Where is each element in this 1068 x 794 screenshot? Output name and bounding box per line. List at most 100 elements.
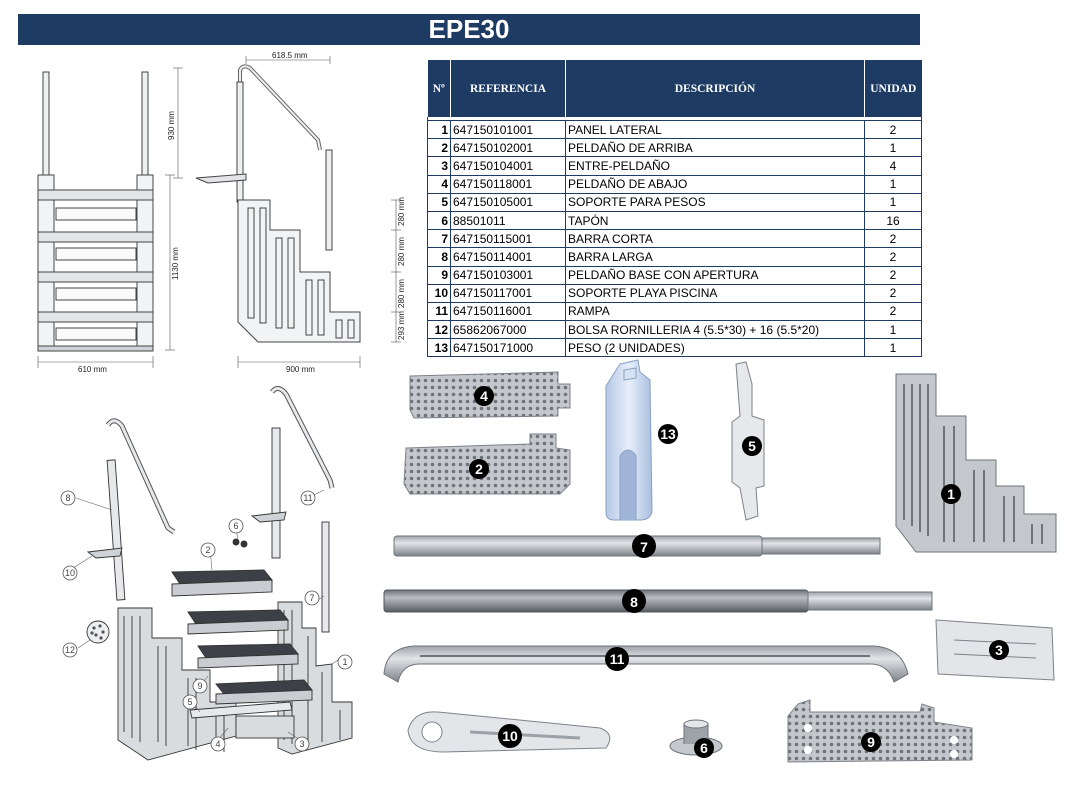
- callout-4: 4: [215, 739, 220, 749]
- step-rise-3-label: 280 mm: [397, 279, 406, 308]
- description-cell: PELDAÑO DE ABAJO: [565, 174, 865, 194]
- side-top-width-label: 618.5 mm: [272, 51, 308, 60]
- quantity-cell: 1: [864, 320, 922, 340]
- parts-photos: 1 2 3 4 5 6 7 8 9 10 11 13: [383, 359, 1057, 763]
- part-number-cell: 5: [427, 192, 451, 212]
- callout-3: 3: [299, 739, 304, 749]
- badge-8: 8: [630, 594, 638, 610]
- part-badges: 1 2 3 4 5 6 7 8 9 10 11 13: [469, 386, 1009, 758]
- reference-cell: 647150101001: [450, 119, 566, 140]
- exploded-callouts: 1 2 3 4 5 6 7 8 9 10 11 12: [60, 490, 353, 752]
- page-title: EPE30: [18, 14, 920, 45]
- front-width-label: 610 mm: [78, 365, 107, 374]
- reference-cell: 647150118001: [450, 174, 566, 194]
- badge-6: 6: [700, 740, 708, 756]
- description-cell: SOPORTE PLAYA PISCINA: [565, 283, 865, 303]
- quantity-cell: 1: [864, 138, 922, 158]
- description-cell: ENTRE-PELDAÑO: [565, 156, 865, 176]
- part-11-photo: [383, 645, 909, 683]
- part-1-photo: [895, 373, 1057, 553]
- reference-cell: 647150117001: [450, 283, 566, 303]
- part-number-cell: 6: [427, 210, 451, 231]
- front-height-label: 1130 mm: [171, 247, 180, 280]
- part-7-photo: [393, 535, 881, 557]
- side-base-width-label: 900 mm: [286, 365, 315, 374]
- part-number-cell: 10: [427, 283, 451, 303]
- callout-10: 10: [65, 568, 75, 578]
- front-view-drawing: [37, 71, 154, 352]
- quantity-cell: 4: [864, 156, 922, 176]
- callout-8: 8: [65, 493, 70, 503]
- part-9-photo: [787, 699, 973, 763]
- description-cell: RAMPA: [565, 301, 865, 322]
- badge-9: 9: [867, 734, 875, 750]
- callout-6: 6: [233, 521, 238, 531]
- part-number-cell: 11: [427, 301, 451, 322]
- callout-7: 7: [309, 593, 314, 603]
- part-number-cell: 8: [427, 247, 451, 267]
- part-13-photo: [605, 359, 653, 521]
- reference-cell: 647150171000: [450, 338, 566, 358]
- reference-cell: 647150115001: [450, 229, 566, 249]
- part-number-cell: 4: [427, 174, 451, 194]
- part-number-cell: 9: [427, 265, 451, 285]
- side-rail-height-label: 930 mm: [167, 111, 176, 140]
- dimension-drawings: 610 mm 1130 mm 618: [37, 51, 406, 374]
- part-number-cell: 12: [427, 320, 451, 340]
- side-view-drawing: [195, 64, 361, 343]
- reference-cell: 65862067000: [450, 320, 566, 340]
- step-rise-2-label: 280 mm: [397, 237, 406, 266]
- quantity-cell: 2: [864, 229, 922, 249]
- col-header-reference: REFERENCIA: [450, 60, 566, 117]
- quantity-cell: 16: [864, 210, 922, 231]
- callout-12: 12: [65, 645, 75, 655]
- parts-table: Nº REFERENCIA DESCRIPCIÓN UNIDAD 1 647150…: [427, 60, 922, 358]
- badge-10: 10: [502, 728, 518, 744]
- callout-1: 1: [342, 657, 347, 667]
- quantity-cell: 2: [864, 283, 922, 303]
- part-number-cell: 3: [427, 156, 451, 176]
- callout-11: 11: [303, 493, 312, 503]
- badge-7: 7: [640, 539, 648, 555]
- quantity-cell: 2: [864, 247, 922, 267]
- table-spacer: [427, 117, 922, 121]
- col-header-unit: UNIDAD: [864, 60, 922, 117]
- quantity-cell: 2: [864, 301, 922, 322]
- col-header-number: Nº: [427, 60, 451, 117]
- step-rise-4-label: 293 mm: [397, 311, 406, 340]
- side-view-dimensions: [173, 56, 401, 368]
- part-number-cell: 2: [427, 138, 451, 158]
- reference-cell: 88501011: [450, 210, 566, 231]
- quantity-cell: 1: [864, 174, 922, 194]
- quantity-cell: 1: [864, 338, 922, 358]
- quantity-cell: 1: [864, 192, 922, 212]
- badge-11: 11: [610, 651, 625, 667]
- reference-cell: 647150102001: [450, 138, 566, 158]
- badge-5: 5: [748, 438, 756, 454]
- description-cell: PANEL LATERAL: [565, 119, 865, 140]
- badge-1: 1: [947, 486, 955, 502]
- badge-13: 13: [660, 426, 676, 442]
- part-number-cell: 13: [427, 338, 451, 358]
- description-cell: BOLSA RORNILLERIA 4 (5.5*30) + 16 (5.5*2…: [565, 320, 865, 340]
- description-cell: PELDAÑO DE ARRIBA: [565, 138, 865, 158]
- reference-cell: 647150103001: [450, 265, 566, 285]
- callout-5: 5: [187, 697, 192, 707]
- description-cell: BARRA LARGA: [565, 247, 865, 267]
- description-cell: BARRA CORTA: [565, 229, 865, 249]
- description-cell: PELDAÑO BASE CON APERTURA: [565, 265, 865, 285]
- callout-2: 2: [205, 545, 210, 555]
- badge-3: 3: [995, 642, 1003, 658]
- col-header-description: DESCRIPCIÓN: [565, 60, 865, 117]
- quantity-cell: 2: [864, 265, 922, 285]
